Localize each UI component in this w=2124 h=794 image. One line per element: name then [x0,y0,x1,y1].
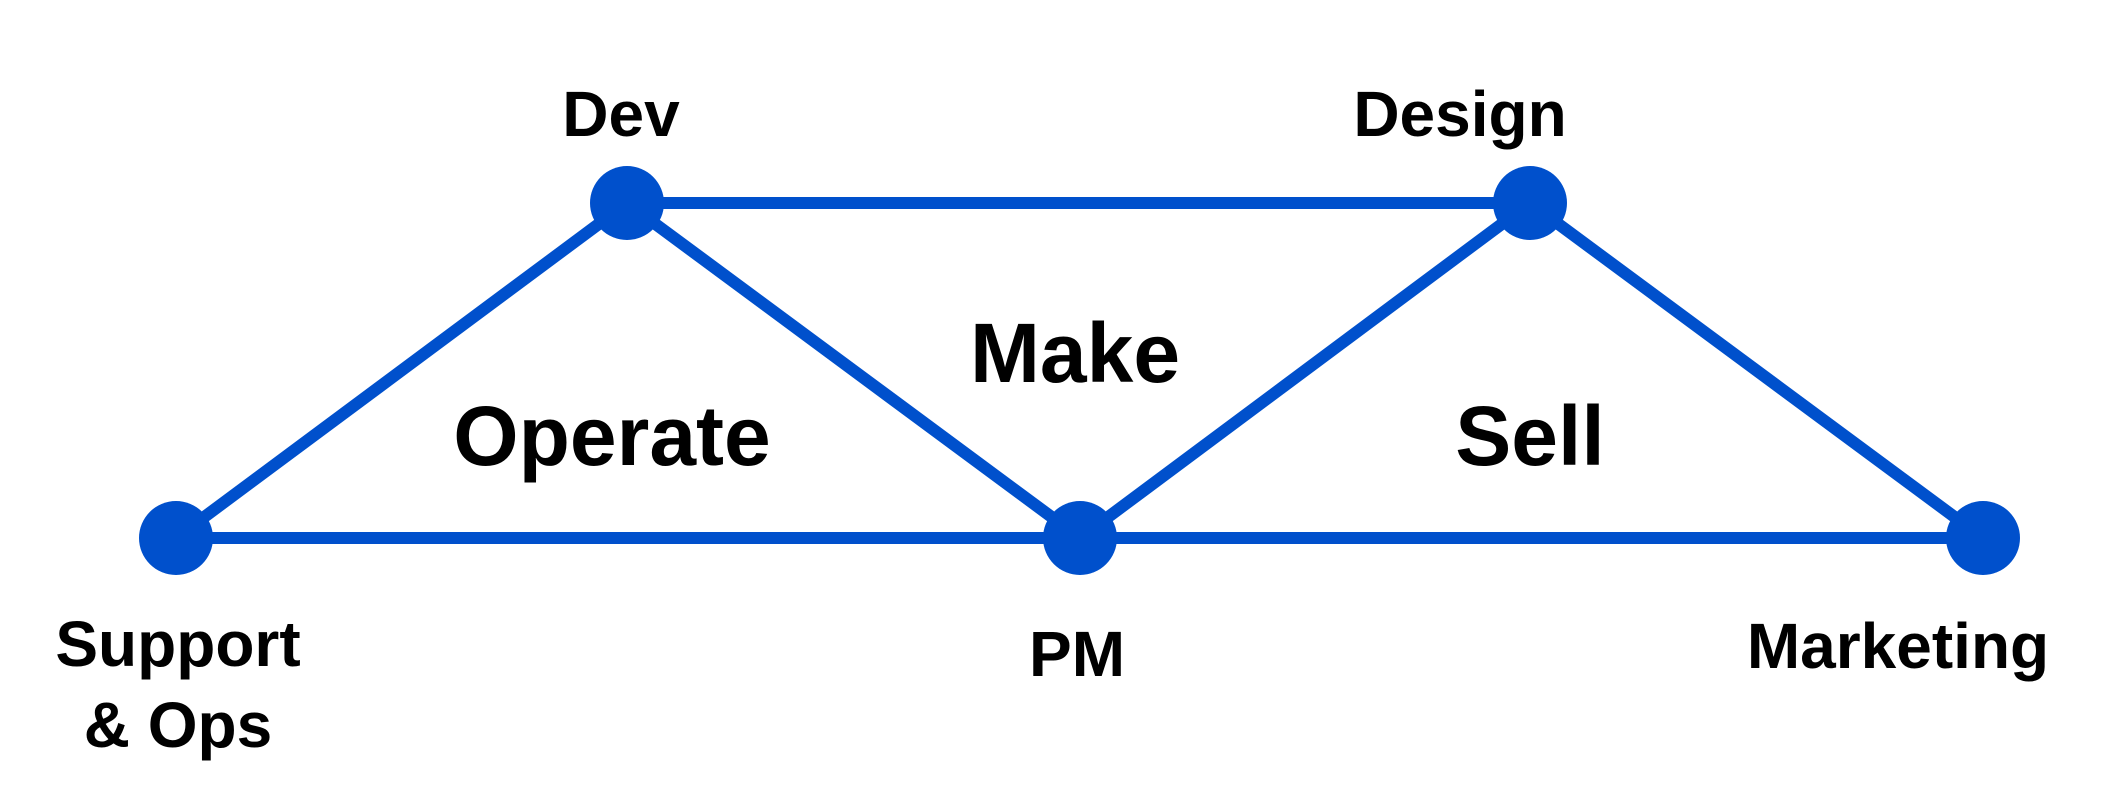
node-marketing [1946,501,2020,575]
node-support-ops [139,501,213,575]
edge-dev-pm [623,198,1084,543]
region-label-sell: Sell [1455,389,1604,483]
node-dev [590,166,664,240]
node-label-pm: PM [1029,618,1125,690]
edge-dev-support-ops [172,198,631,543]
node-pm [1043,501,1117,575]
region-label-operate: Operate [453,389,770,483]
node-label-dev: Dev [562,78,680,150]
nodes-group [139,166,2020,575]
edge-design-marketing [1526,198,1987,543]
node-label-support-ops-line2: & Ops [84,689,272,761]
node-label-design: Design [1353,78,1566,150]
node-label-marketing: Marketing [1747,610,2049,682]
edges-group [172,197,1987,544]
node-design [1493,166,1567,240]
region-label-make: Make [970,306,1180,400]
node-label-support-ops-line1: Support [55,608,300,680]
edge-design-pm [1076,198,1534,543]
